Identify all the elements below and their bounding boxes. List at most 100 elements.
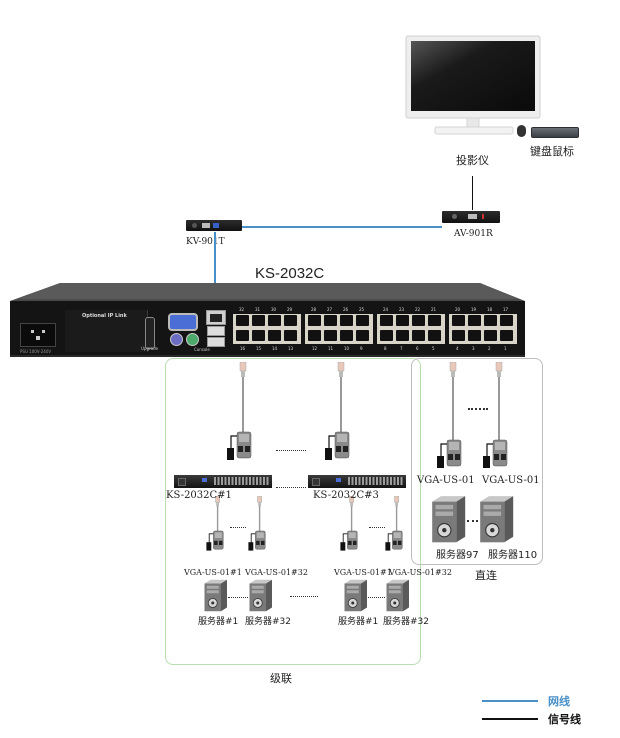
rj45-port-1 xyxy=(500,330,513,341)
direct-server-a-label: 服务器97 xyxy=(436,550,479,561)
sub3-server-a-label: 服务器#1 xyxy=(338,617,379,627)
rj45-port-6 xyxy=(412,330,425,341)
sub1-adapter-b-label: VGA-US-01#32 xyxy=(245,568,308,577)
direct-server-a-icon xyxy=(432,496,466,543)
network-cable-to-switch xyxy=(214,232,216,322)
av-901r-label: AV-901R xyxy=(454,229,493,239)
power-socket-icon xyxy=(20,323,56,347)
cascade-switch-1-label: KS-2032C#1 xyxy=(166,490,232,501)
sub3-server-b-label: 服务器#32 xyxy=(383,617,429,627)
port-number-label: 32 xyxy=(239,307,245,312)
lan-port xyxy=(206,310,226,325)
usb-port-1 xyxy=(207,326,225,336)
rj45-port-4 xyxy=(452,330,465,341)
port-number-label: 9 xyxy=(360,346,363,351)
sub3-adapter-b xyxy=(385,496,403,551)
sub3-adapter-b-label: VGA-US-01#32 xyxy=(389,568,452,577)
sub3-server-a-icon xyxy=(344,579,367,612)
port-number-label: 28 xyxy=(311,307,317,312)
rj45-port-3 xyxy=(468,330,481,341)
kv-901t-extender xyxy=(186,220,242,231)
rj45-port-27 xyxy=(324,315,337,326)
rj45-port-23 xyxy=(396,315,409,326)
rj45-port-21 xyxy=(428,315,441,326)
legend-signal-label: 信号线 xyxy=(548,713,581,726)
sub3-adapter-a-label: VGA-US-01#1 xyxy=(334,568,392,577)
rj45-port-10 xyxy=(340,330,353,341)
upgrade-port xyxy=(145,317,155,349)
monitor-icon xyxy=(405,35,541,135)
port-number-label: 20 xyxy=(455,307,461,312)
direct-server-b-icon xyxy=(480,496,514,543)
power-label: PSU 100V-240V xyxy=(20,349,52,354)
av-901r-extender xyxy=(442,211,500,223)
mouse-icon xyxy=(517,125,526,137)
port-number-label: 2 xyxy=(488,346,491,351)
dots-direct-adapters xyxy=(468,408,488,410)
port-number-label: 5 xyxy=(432,346,435,351)
rj45-port-19 xyxy=(468,315,481,326)
port-number-label: 15 xyxy=(256,346,262,351)
direct-group-label: 直连 xyxy=(475,569,497,582)
port-number-label: 21 xyxy=(431,307,437,312)
display-label: 投影仪 xyxy=(456,154,489,167)
cascade-3-uplink-adapter xyxy=(325,362,350,460)
dots-sub3-servers xyxy=(368,597,385,598)
main-switch-label: KS-2032C xyxy=(255,265,325,282)
port-number-label: 24 xyxy=(383,307,389,312)
ps2-keyboard-port xyxy=(170,333,183,346)
direct-adapter-b-label: VGA-US-01 xyxy=(482,475,540,486)
port-number-label: 6 xyxy=(416,346,419,351)
legend-signal-swatch xyxy=(482,718,538,720)
cascade-switch-3-label: KS-2032C#3 xyxy=(313,490,379,501)
ps2-mouse-port xyxy=(186,333,199,346)
sub3-server-b-icon xyxy=(386,579,409,612)
direct-server-b-label: 服务器110 xyxy=(488,550,538,561)
rj45-port-25 xyxy=(356,315,369,326)
rj45-port-7 xyxy=(396,330,409,341)
port-number-label: 12 xyxy=(312,346,318,351)
optional-ip-link-label: Optional IP Link xyxy=(82,313,127,319)
port-number-label: 1 xyxy=(504,346,507,351)
port-number-label: 31 xyxy=(255,307,261,312)
usb-port-2 xyxy=(207,337,225,347)
port-number-label: 22 xyxy=(415,307,421,312)
direct-adapter-b xyxy=(483,362,508,468)
rj45-port-28 xyxy=(308,315,321,326)
display-monitor xyxy=(405,35,541,135)
direct-panel xyxy=(411,358,543,565)
keyboard-icon xyxy=(531,127,579,138)
legend: 网线 信号线 xyxy=(480,692,610,732)
rj45-port-14 xyxy=(268,330,281,341)
sub3-adapter-a xyxy=(340,496,358,551)
cascade-group-label: 级联 xyxy=(270,672,292,685)
rj45-port-15 xyxy=(252,330,265,341)
cascade-1-uplink-adapter xyxy=(227,362,252,460)
dots-sub3-adapters xyxy=(369,527,385,528)
port-number-label: 4 xyxy=(456,346,459,351)
cascade-switch-1 xyxy=(174,475,272,488)
vga-port xyxy=(168,313,198,331)
port-number-label: 23 xyxy=(399,307,405,312)
sub1-server-b-icon xyxy=(249,579,272,612)
rj45-port-12 xyxy=(308,330,321,341)
port-number-label: 17 xyxy=(503,307,509,312)
keyboard-mouse-label: 键盘鼠标 xyxy=(530,145,574,158)
cascade-switch-3 xyxy=(308,475,406,488)
port-number-label: 18 xyxy=(487,307,493,312)
rj45-port-29 xyxy=(284,315,297,326)
rj45-port-18 xyxy=(484,315,497,326)
sub1-server-a-label: 服务器#1 xyxy=(198,617,239,627)
sub1-server-b-label: 服务器#32 xyxy=(245,617,291,627)
port-number-label: 29 xyxy=(287,307,293,312)
sub1-adapter-a-label: VGA-US-01#1 xyxy=(184,568,242,577)
port-number-label: 10 xyxy=(344,346,350,351)
port-number-label: 30 xyxy=(271,307,277,312)
rj45-port-13 xyxy=(284,330,297,341)
kv-901t-label: KV-901T xyxy=(186,237,225,247)
rj45-port-30 xyxy=(268,315,281,326)
rj45-port-20 xyxy=(452,315,465,326)
network-cable-extenders xyxy=(242,226,442,228)
rj45-port-8 xyxy=(380,330,393,341)
